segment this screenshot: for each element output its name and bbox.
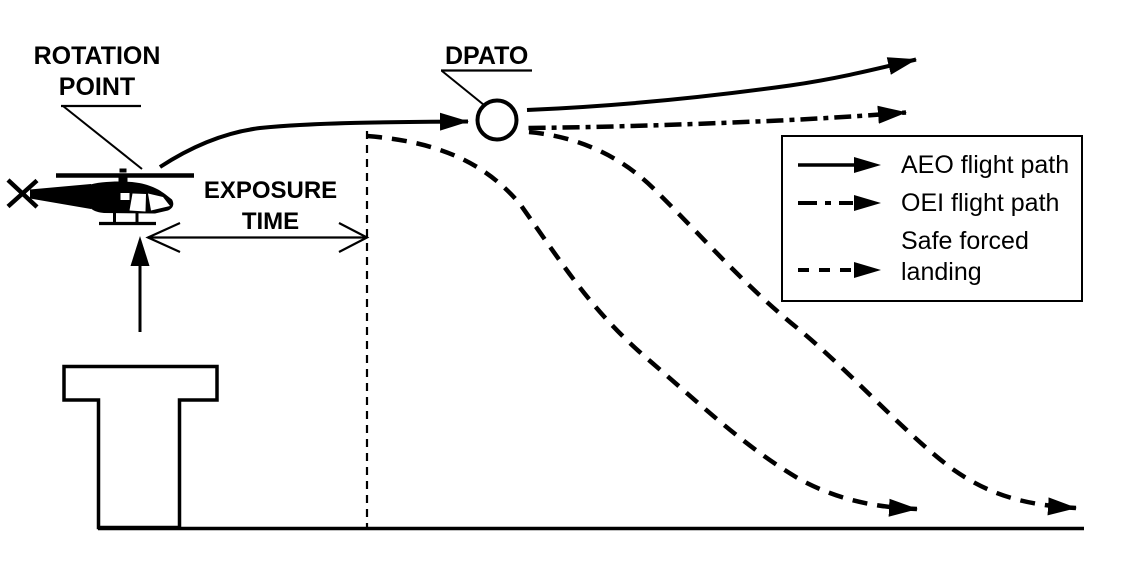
rotation-point-pointer xyxy=(61,104,143,170)
liftoff-arrow xyxy=(130,236,150,332)
aeo-flight-path-before-dpato xyxy=(158,112,469,169)
oei-dash-dot-line-sample-icon xyxy=(798,195,881,211)
exposure-time-label-line2: TIME xyxy=(241,208,300,235)
helicopter-icon xyxy=(6,168,194,226)
safe-forced-landing-path-late xyxy=(528,129,1077,516)
rotation-point-label: ROTATION POINT xyxy=(19,41,175,103)
exposure-time-arrow xyxy=(145,221,370,254)
rotation-point-label-line2: POINT xyxy=(58,73,136,101)
landing-skids xyxy=(99,212,156,226)
legend-box: AEO flight path OEI flight path Safe for… xyxy=(781,135,1083,302)
dpato-point xyxy=(475,98,519,142)
dashed-line-sample-icon xyxy=(798,262,881,278)
legend-item-oei: OEI flight path xyxy=(797,187,1079,219)
exposure-time-label: EXPOSURE TIME xyxy=(192,175,349,237)
tail-rotor-icon xyxy=(6,178,39,209)
exposure-time-label-line1: EXPOSURE xyxy=(203,177,338,204)
tail-boom xyxy=(30,184,91,209)
legend-item-safe-forced-landing: Safe forced landing xyxy=(797,223,1079,291)
legend-item-oei-label: OEI flight path xyxy=(901,188,1060,217)
legend-item-safe-forced-landing-label: Safe forced landing xyxy=(901,227,1029,286)
aeo-solid-line-sample-icon xyxy=(798,157,881,173)
helideck-t-structure xyxy=(62,364,219,530)
rotation-point-label-line1: ROTATION xyxy=(33,42,161,70)
legend-item-aeo-label: AEO flight path xyxy=(901,150,1070,179)
dpato-pointer xyxy=(441,69,532,106)
aeo-flight-path-after-dpato xyxy=(526,57,917,112)
dpato-label: DPATO xyxy=(445,42,529,70)
legend-item-aeo: AEO flight path xyxy=(797,149,1079,181)
oei-flight-path xyxy=(528,105,907,131)
